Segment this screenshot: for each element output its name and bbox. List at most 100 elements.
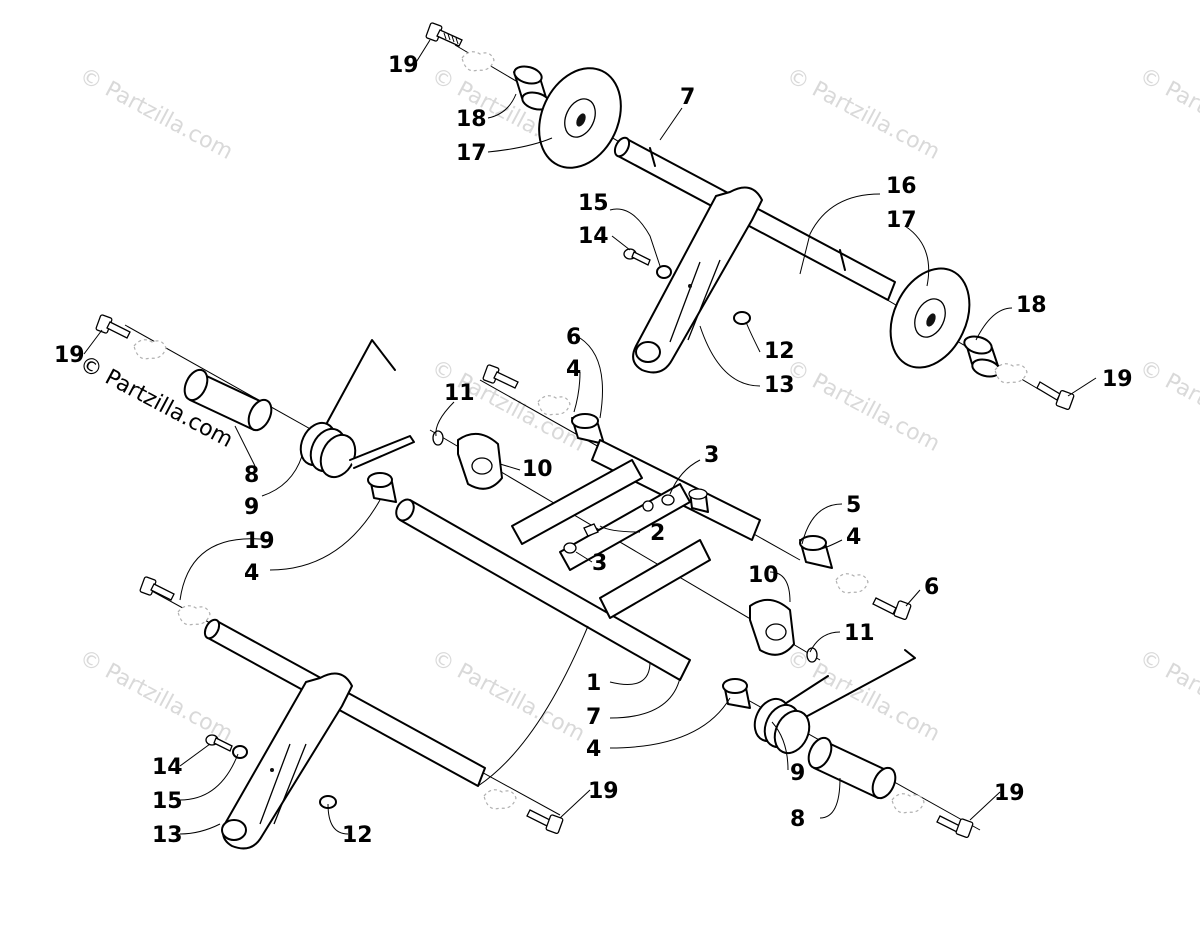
sleeve-icon — [807, 736, 897, 800]
watermark: © Partzilla.com — [75, 645, 237, 747]
idler-wheel-icon — [889, 267, 971, 369]
callout-11: 11 — [844, 621, 875, 646]
callout-13: 13 — [764, 373, 795, 398]
bolt-icon — [872, 597, 912, 620]
callout-9: 9 — [244, 495, 259, 520]
callout-4: 4 — [846, 525, 861, 550]
watermark: © Partzilla.com — [1135, 355, 1200, 457]
callout-13: 13 — [152, 823, 183, 848]
callout-3: 3 — [592, 551, 607, 576]
watermark: © Partzilla.com — [1135, 63, 1200, 165]
torsion-spring-icon — [753, 649, 916, 755]
idler-wheel-icon — [538, 67, 622, 169]
thread-locker-icon — [835, 573, 869, 594]
callout-labels: 19 18 17 7 15 14 16 17 18 12 13 19 19 8 … — [54, 53, 1133, 848]
upper-left-spring-group — [95, 314, 415, 503]
spacer-icon — [799, 535, 833, 569]
crossmember-icon — [599, 539, 711, 619]
grease-fitting-icon — [583, 500, 654, 537]
bolt-icon — [526, 809, 564, 834]
top-idler-assembly — [425, 22, 1075, 410]
callout-12: 12 — [764, 339, 795, 364]
spacer-icon — [963, 335, 1001, 378]
callout-14: 14 — [152, 755, 183, 780]
cam-block-icon — [457, 433, 503, 490]
callout-18: 18 — [456, 107, 487, 132]
callout-12: 12 — [342, 823, 373, 848]
bolt-icon — [425, 22, 463, 47]
thread-locker-icon — [891, 793, 925, 814]
thread-locker-icon — [994, 363, 1028, 384]
shaft-icon — [613, 136, 896, 301]
bushing-icon — [688, 488, 709, 513]
callout-6: 6 — [924, 575, 939, 600]
callout-5: 5 — [846, 493, 861, 518]
callout-2: 2 — [650, 521, 665, 546]
callout-11: 11 — [444, 381, 475, 406]
callout-16: 16 — [886, 174, 917, 199]
callout-19: 19 — [244, 529, 275, 554]
callout-19: 19 — [994, 781, 1025, 806]
callout-8: 8 — [244, 463, 259, 488]
callout-19: 19 — [1102, 367, 1133, 392]
crossmember-icon — [559, 483, 691, 571]
thread-locker-icon — [483, 789, 517, 810]
callout-4: 4 — [244, 561, 259, 586]
watermark: © Partzilla.com — [427, 645, 589, 747]
bushing-icon — [722, 678, 751, 709]
callout-17: 17 — [456, 141, 487, 166]
washer-icon — [563, 542, 577, 554]
torsion-spring-icon — [299, 339, 415, 479]
bottom-arm-assembly — [139, 576, 564, 850]
callout-10: 10 — [748, 563, 779, 588]
watermark: © Partzilla.com — [782, 63, 944, 165]
callout-8: 8 — [790, 807, 805, 832]
callout-19: 19 — [588, 779, 619, 804]
lower-right-spring-group — [722, 649, 981, 838]
watermark: © Partzilla.com — [782, 355, 944, 457]
thread-locker-icon — [133, 339, 167, 360]
thread-locker-icon — [177, 605, 211, 626]
center-frame-assembly — [395, 364, 912, 681]
sleeve-icon — [183, 368, 273, 432]
cam-block-icon — [749, 599, 795, 656]
crossmember-icon — [511, 459, 643, 545]
thread-locker-icon — [537, 395, 571, 416]
watermark: © Partzilla.com — [75, 63, 237, 165]
snap-ring-icon — [432, 430, 444, 446]
callout-19: 19 — [54, 343, 85, 368]
callout-4: 4 — [566, 357, 581, 382]
thread-locker-icon — [461, 51, 495, 72]
bolt-icon — [1036, 381, 1075, 410]
callout-7: 7 — [680, 85, 695, 110]
bolt-small-icon — [205, 734, 233, 752]
washer-icon — [232, 745, 248, 759]
callout-9: 9 — [790, 761, 805, 786]
callout-18: 18 — [1016, 293, 1047, 318]
callout-17: 17 — [886, 208, 917, 233]
leader-lines — [83, 39, 1097, 835]
spacer-icon — [571, 413, 605, 445]
spacer-icon — [513, 65, 551, 111]
swing-arm-icon — [221, 672, 353, 850]
washer-icon — [661, 494, 675, 506]
bolt-icon — [95, 314, 131, 339]
bolt-icon — [482, 364, 519, 389]
callout-14: 14 — [578, 224, 609, 249]
callout-19: 19 — [388, 53, 419, 78]
callout-7: 7 — [586, 705, 601, 730]
swing-arm-icon — [632, 186, 763, 374]
bolt-icon — [936, 815, 974, 838]
callout-6: 6 — [566, 325, 581, 350]
callout-15: 15 — [578, 191, 609, 216]
callout-1: 1 — [586, 671, 601, 696]
callout-15: 15 — [152, 789, 183, 814]
callout-3: 3 — [704, 443, 719, 468]
bushing-icon — [367, 472, 397, 503]
watermark: © Partzilla.com — [1135, 645, 1200, 747]
bolt-small-icon — [623, 248, 651, 266]
bolt-icon — [139, 576, 175, 601]
nut-icon — [733, 311, 751, 325]
washer-icon — [656, 265, 672, 279]
